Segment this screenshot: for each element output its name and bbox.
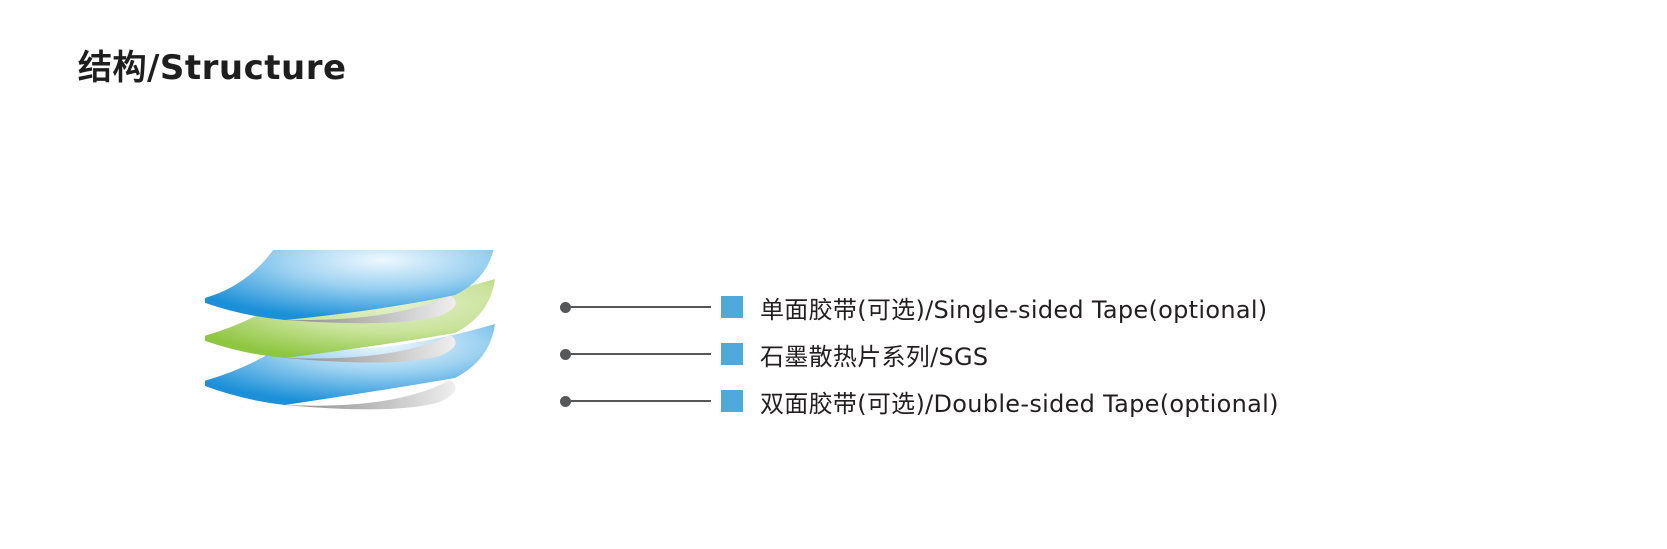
legend-label: 单面胶带(可选)/Single-sided Tape(optional): [760, 295, 1268, 324]
legend-label: 石墨散热片系列/SGS: [760, 342, 989, 371]
connector-line: [571, 353, 711, 355]
legend-swatch: [721, 390, 743, 412]
connector-line: [571, 400, 711, 402]
legend-row-graphite-sheet: 石墨散热片系列/SGS: [560, 339, 989, 371]
connector-dot: [560, 348, 571, 360]
layer-stack-illustration: [205, 250, 495, 410]
legend-swatch: [721, 343, 743, 365]
legend-swatch: [721, 296, 743, 318]
top-tape-layer: [205, 250, 494, 320]
legend-row-double-sided-tape: 双面胶带(可选)/Double-sided Tape(optional): [560, 386, 1279, 418]
connector-line: [571, 306, 711, 308]
legend-label: 双面胶带(可选)/Double-sided Tape(optional): [760, 389, 1279, 418]
connector-dot: [560, 395, 571, 407]
page-title: 结构/Structure: [78, 48, 347, 88]
bottom-tape-layer: [205, 324, 495, 405]
connector-dot: [560, 301, 571, 313]
legend-row-single-sided-tape: 单面胶带(可选)/Single-sided Tape(optional): [560, 292, 1268, 324]
